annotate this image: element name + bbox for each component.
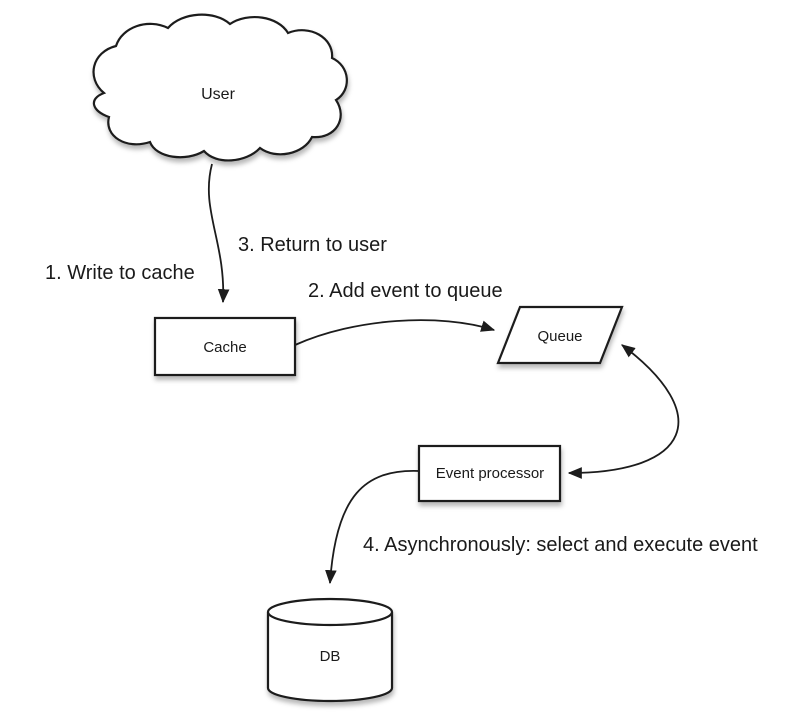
node-db: DB — [266, 597, 394, 703]
label-step1: 1. Write to cache — [45, 262, 195, 284]
edge-user-to-cache — [208, 163, 230, 304]
node-event-processor-label: Event processor — [436, 465, 544, 482]
edge-event-processor-to-db — [325, 470, 420, 585]
node-db-label: DB — [320, 648, 341, 665]
node-queue-label: Queue — [537, 328, 582, 345]
event-processor-rect — [417, 444, 562, 503]
queue-parallelogram — [496, 305, 624, 365]
label-step4: 4. Asynchronously: select and execute ev… — [363, 534, 758, 556]
node-user: User — [92, 13, 348, 162]
node-queue: Queue — [496, 305, 624, 365]
db-cylinder-top — [266, 597, 394, 627]
node-event-processor: Event processor — [417, 444, 562, 503]
db-cylinder-body — [266, 612, 394, 703]
node-cache: Cache — [153, 316, 297, 377]
edge-queue-event-processor — [567, 344, 680, 479]
edges-layer — [208, 163, 680, 585]
edge-cache-to-queue — [294, 319, 496, 346]
label-step3: 3. Return to user — [238, 234, 387, 256]
cache-rect — [153, 316, 297, 377]
node-cache-label: Cache — [203, 339, 246, 356]
cloud-shape — [92, 13, 348, 162]
label-step2: 2. Add event to queue — [308, 280, 503, 302]
edge-labels-layer: 1. Write to cache 3. Return to user 2. A… — [45, 234, 758, 556]
node-user-label: User — [201, 86, 235, 103]
